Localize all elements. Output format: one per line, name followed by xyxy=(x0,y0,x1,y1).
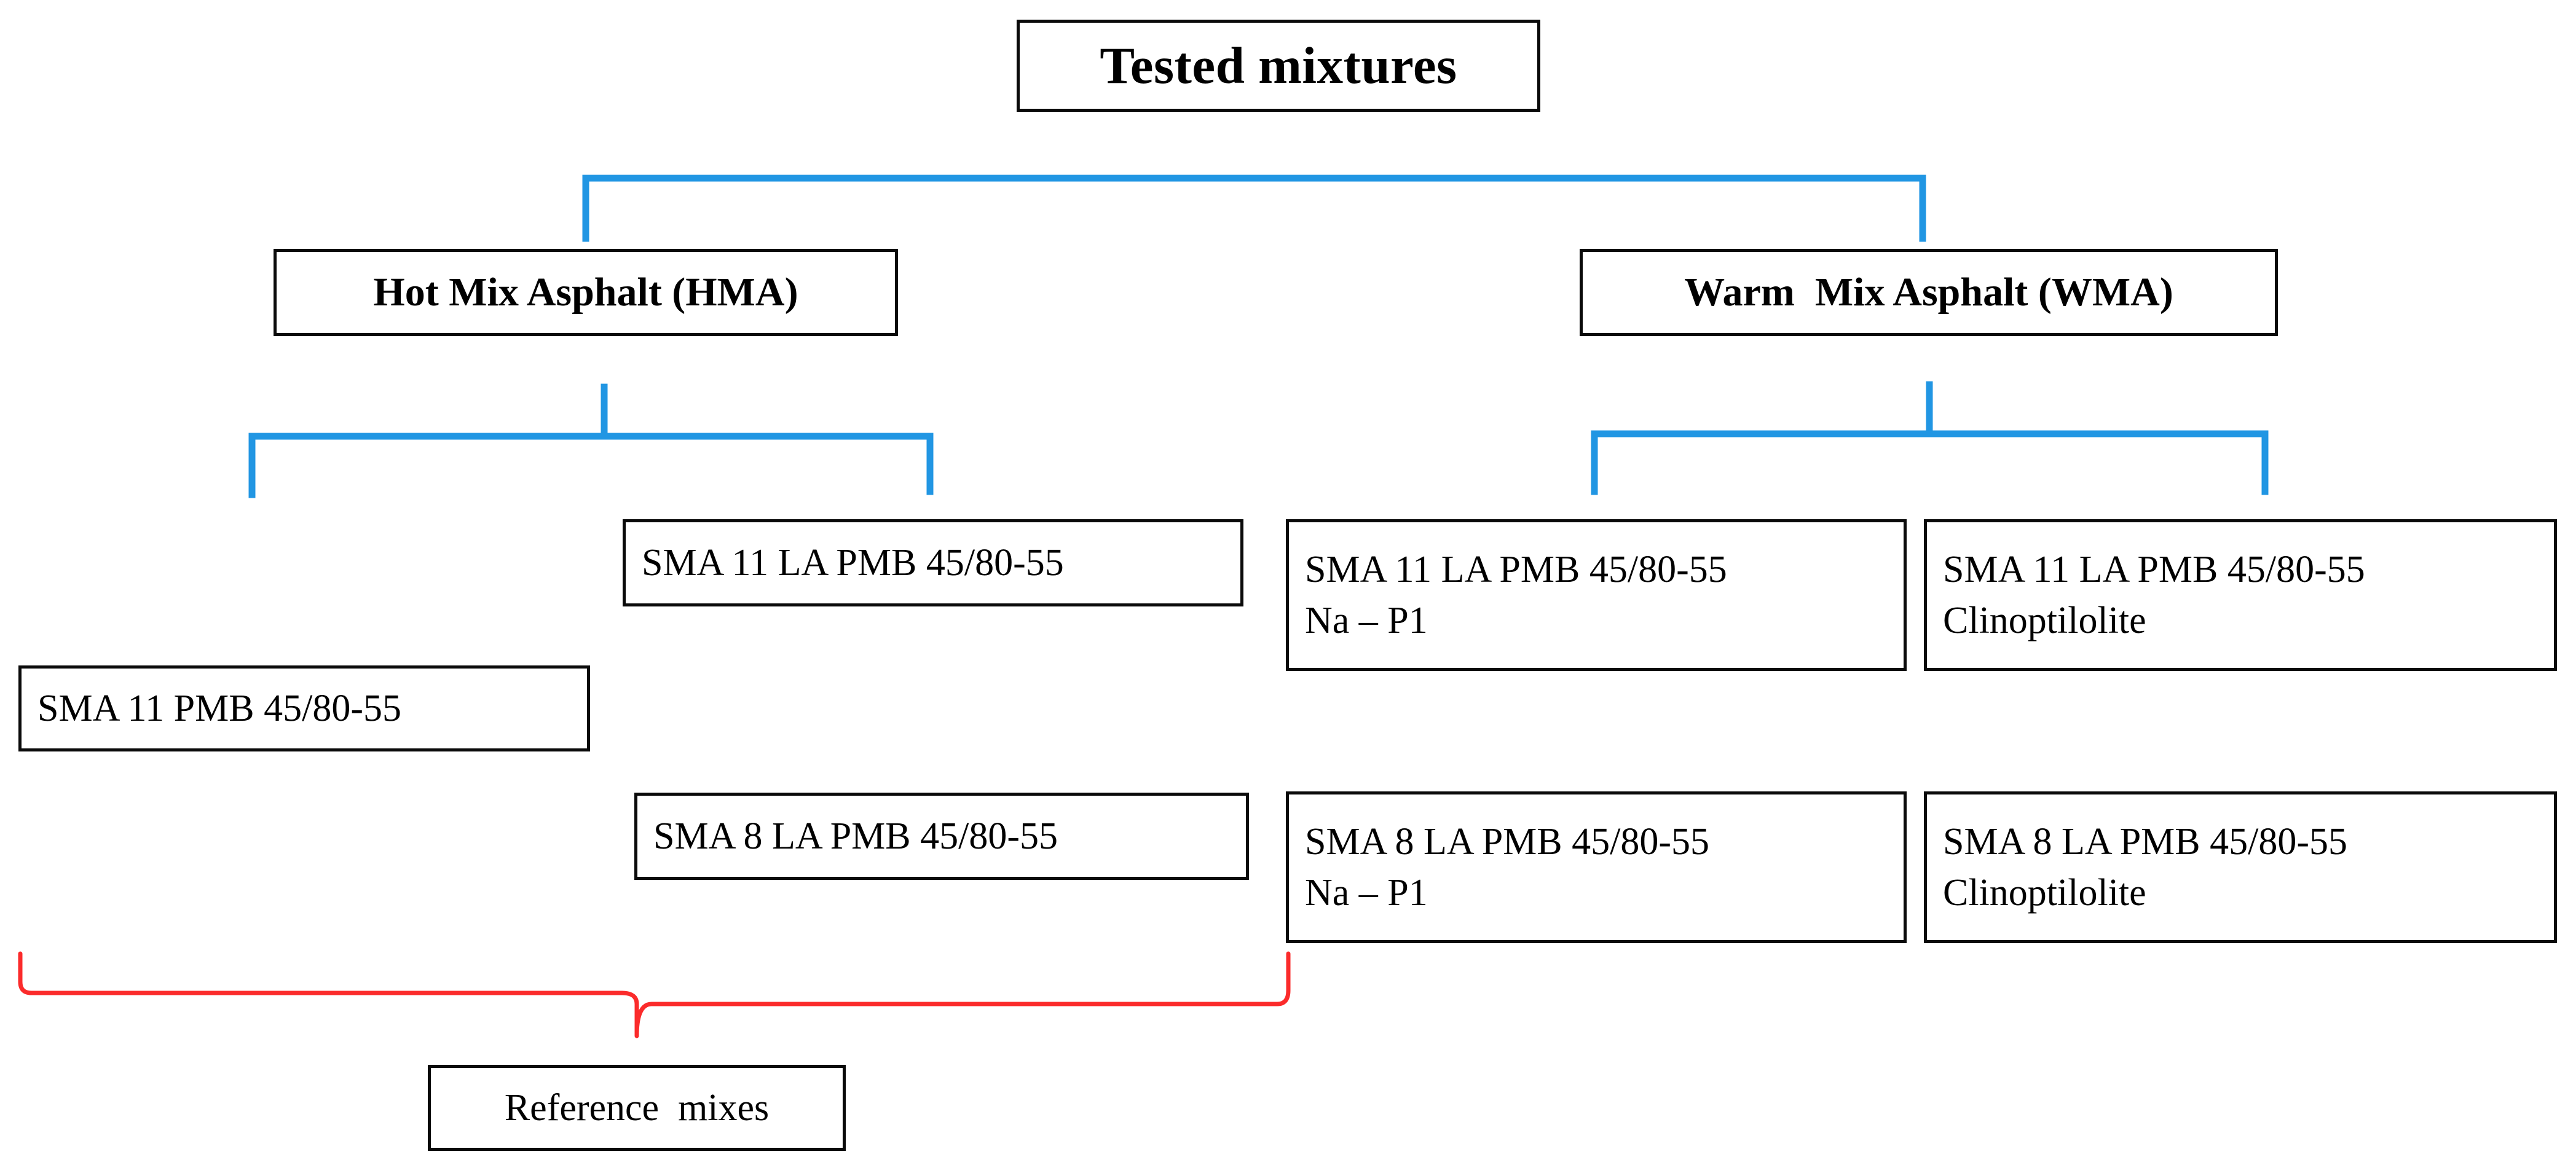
node-sma8-la-pmb-na-p1-line1: SMA 8 LA PMB 45/80-55 xyxy=(1305,821,1710,863)
connector-hma-bracket xyxy=(248,383,934,498)
node-sma11-pmb-label: SMA 11 PMB 45/80-55 xyxy=(37,687,401,729)
node-sma11-la-pmb-clinoptilolite-line2: Clinoptilolite xyxy=(1943,599,2146,641)
connector-reference-brace xyxy=(18,951,1291,1038)
node-sma11-la-pmb-na-p1-line1: SMA 11 LA PMB 45/80-55 xyxy=(1305,549,1727,591)
node-sma11-la-pmb-na-p1-label: SMA 11 LA PMB 45/80-55 Na – P1 xyxy=(1289,544,1727,646)
node-sma11-pmb[interactable]: SMA 11 PMB 45/80-55 xyxy=(18,665,590,751)
node-sma11-la-pmb-na-p1-line2: Na – P1 xyxy=(1305,599,1428,641)
node-hot-mix-asphalt[interactable]: Hot Mix Asphalt (HMA) xyxy=(274,249,898,336)
node-sma11-la-pmb[interactable]: SMA 11 LA PMB 45/80-55 xyxy=(623,519,1243,606)
node-sma8-la-pmb-clinoptilolite-line1: SMA 8 LA PMB 45/80-55 xyxy=(1943,821,2348,863)
node-sma8-la-pmb[interactable]: SMA 8 LA PMB 45/80-55 xyxy=(634,793,1249,880)
node-sma11-la-pmb-clinoptilolite-line1: SMA 11 LA PMB 45/80-55 xyxy=(1943,549,2365,591)
node-tested-mixtures-label: Tested mixtures xyxy=(1100,36,1457,95)
node-warm-mix-asphalt[interactable]: Warm Mix Asphalt (WMA) xyxy=(1580,249,2278,336)
node-sma8-la-pmb-label: SMA 8 LA PMB 45/80-55 xyxy=(653,815,1058,857)
node-sma11-la-pmb-na-p1[interactable]: SMA 11 LA PMB 45/80-55 Na – P1 xyxy=(1286,519,1907,671)
node-warm-mix-asphalt-label: Warm Mix Asphalt (WMA) xyxy=(1684,270,2173,315)
node-reference-mixes-label: Reference mixes xyxy=(504,1086,770,1129)
node-sma11-la-pmb-label: SMA 11 LA PMB 45/80-55 xyxy=(642,541,1064,584)
connector-root-bracket xyxy=(582,175,1926,242)
node-reference-mixes[interactable]: Reference mixes xyxy=(428,1065,846,1151)
node-sma8-la-pmb-clinoptilolite-line2: Clinoptilolite xyxy=(1943,871,2146,914)
node-hot-mix-asphalt-label: Hot Mix Asphalt (HMA) xyxy=(373,270,798,315)
node-sma8-la-pmb-na-p1[interactable]: SMA 8 LA PMB 45/80-55 Na – P1 xyxy=(1286,791,1907,943)
node-tested-mixtures[interactable]: Tested mixtures xyxy=(1017,20,1540,112)
connector-wma-bracket xyxy=(1591,381,2269,495)
node-sma8-la-pmb-na-p1-line2: Na – P1 xyxy=(1305,871,1428,914)
connector-reference-brace-path xyxy=(18,951,1291,1038)
node-sma8-la-pmb-na-p1-label: SMA 8 LA PMB 45/80-55 Na – P1 xyxy=(1289,817,1709,918)
